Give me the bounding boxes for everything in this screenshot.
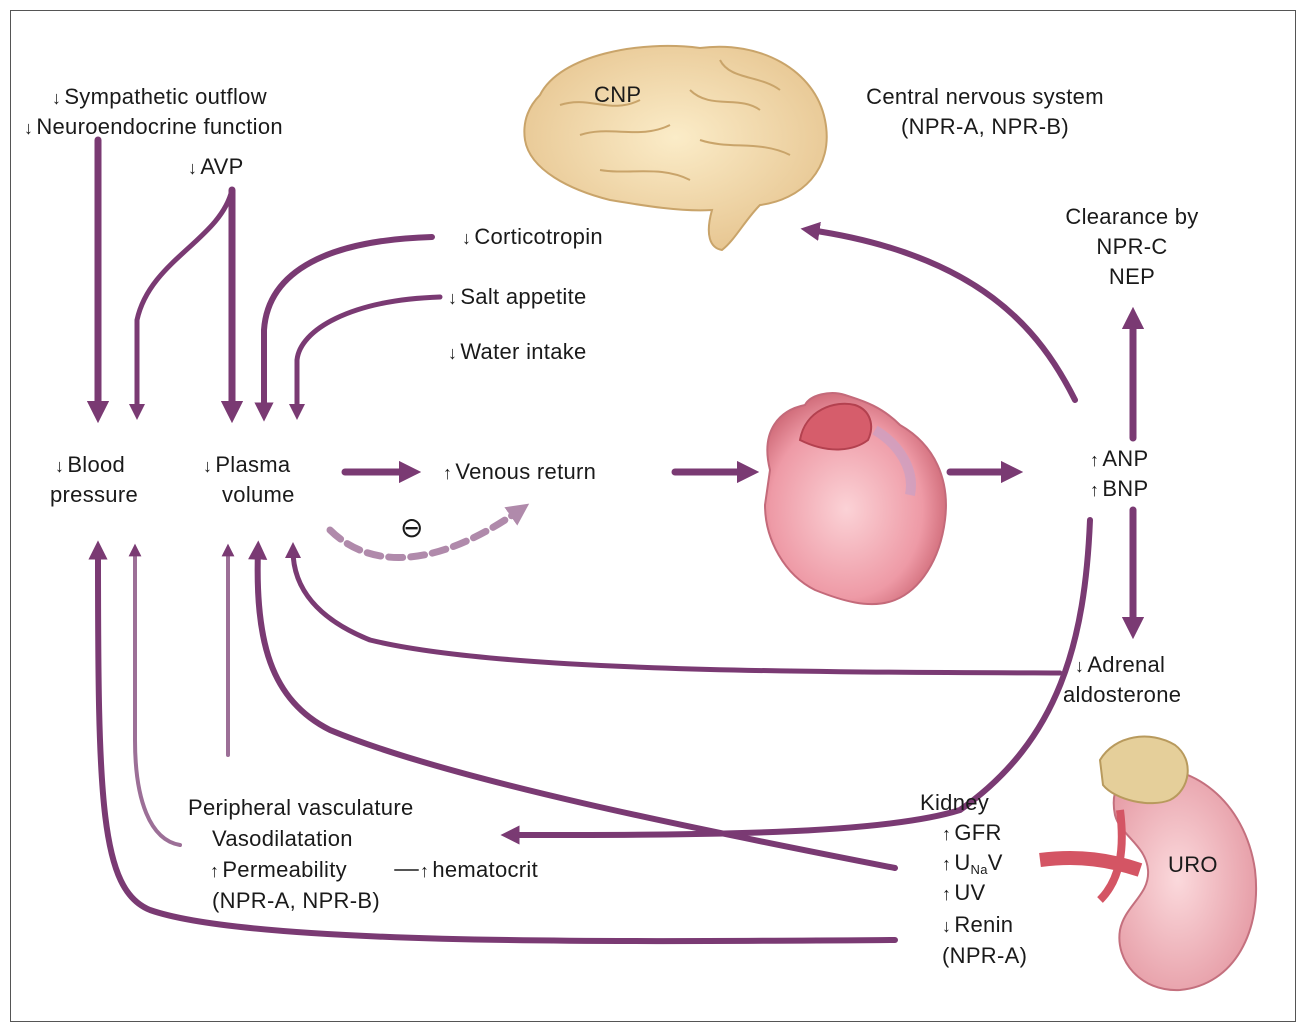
label-permeability: ↑Permeability [210, 855, 347, 886]
dashed-inhibition-arrow [330, 510, 520, 558]
label-aldosterone: aldosterone [1063, 680, 1181, 710]
label-gfr: ↑GFR [942, 818, 1002, 849]
arrow-avp-to-bp [137, 190, 232, 412]
label-bnp: ↑BNP [1090, 474, 1148, 505]
label-clearance-2: NPR-C [1032, 232, 1232, 262]
label-kidney-receptor: (NPR-A) [942, 941, 1027, 971]
label-clearance-1: Clearance by [1032, 202, 1232, 232]
label-neuroendocrine: ↓Neuroendocrine function [24, 112, 283, 143]
label-anp: ↑ANP [1090, 444, 1148, 475]
label-uv: ↑UV [942, 878, 985, 909]
heart-illustration [765, 393, 946, 604]
label-volume: volume [222, 480, 295, 510]
label-salt: ↓Salt appetite [448, 282, 587, 313]
inhibit-symbol: ⊖ [400, 513, 424, 543]
brain-illustration [524, 46, 826, 250]
arrow-salt-to-plasma [297, 297, 440, 412]
label-cns-title: Central nervous system [820, 82, 1150, 112]
label-pressure: pressure [50, 480, 138, 510]
label-adrenal: ↓Adrenal [1075, 650, 1165, 681]
arrow-corticotropin-to-plasma [264, 237, 432, 412]
label-avp: ↓AVP [188, 152, 244, 183]
label-venous-return: ↑Venous return [443, 457, 596, 488]
label-peripheral: Peripheral vasculature [188, 793, 414, 823]
label-renin: ↓Renin [942, 910, 1013, 941]
label-sympathetic: ↓Sympathetic outflow [52, 82, 267, 113]
kidney-illustration [1040, 737, 1256, 991]
label-water: ↓Water intake [448, 337, 587, 368]
label-blood: ↓Blood [55, 450, 125, 481]
label-kidney: Kidney [920, 788, 989, 818]
label-hematocrit: ↑hematocrit [420, 855, 538, 886]
arrow-peripheral-to-bp [135, 550, 180, 845]
label-uro: URO [1168, 850, 1218, 880]
label-cnp: CNP [594, 80, 641, 110]
label-cns-receptors: (NPR-A, NPR-B) [820, 112, 1150, 142]
label-peripheral-receptors: (NPR-A, NPR-B) [212, 886, 380, 916]
label-clearance-3: NEP [1032, 262, 1232, 292]
label-plasma: ↓Plasma [203, 450, 290, 481]
label-corticotropin: ↓Corticotropin [462, 222, 603, 253]
label-vasodilatation: Vasodilatation [212, 824, 353, 854]
arrow-adrenal-to-plasma [293, 550, 1060, 673]
